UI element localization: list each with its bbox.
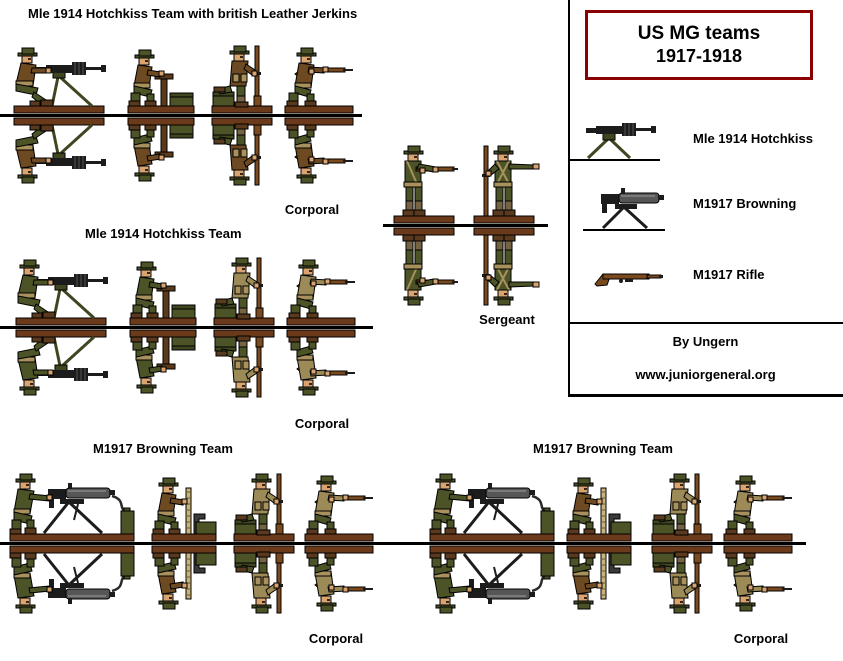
panel-title-line1: US MG teams: [637, 23, 761, 44]
group2-title: Mle 1914 Hotchkiss Team: [85, 226, 242, 241]
credit-text: By Ungern: [672, 334, 739, 349]
panel-separator-line: [568, 322, 843, 324]
group2-rank-label: Corporal: [294, 416, 350, 431]
group3-title: M1917 Browning Team: [93, 441, 233, 456]
fold-line-group1: [0, 114, 362, 117]
group3-rifleman-figure: [303, 472, 375, 612]
panel-title-line2: 1917-1918: [655, 46, 743, 66]
group1-rank-label: Corporal: [284, 202, 340, 217]
group1-loader-figure: [126, 44, 196, 182]
group4-belt-loader-figure: [565, 472, 633, 610]
group4-title: M1917 Browning Team: [533, 441, 673, 456]
hotchkiss-mg-icon: [568, 112, 662, 167]
panel-left-border: [568, 0, 570, 397]
group2-hotchkiss-gunner-figure: [10, 256, 110, 397]
group4-rifleman-figure: [722, 472, 794, 612]
group3-belt-loader-figure: [150, 472, 218, 610]
fold-line-group2: [0, 326, 373, 329]
group1-rifleman-figure: [283, 44, 355, 184]
group2-loader-figure: [128, 256, 198, 394]
browning-mg-icon: [581, 178, 667, 237]
sergeant-aiming-figure: [388, 144, 460, 306]
group3-browning-gunner-figure: [8, 472, 136, 615]
website-text: www.juniorgeneral.org: [635, 367, 776, 382]
fold-line-sergeant: [383, 224, 548, 227]
group4-ammo-carrier-figure: [650, 472, 714, 614]
group3-rank-label: Corporal: [308, 631, 364, 646]
fold-line-bottom: [0, 542, 806, 545]
sergeant-rank-label: Sergeant: [479, 312, 535, 327]
group4-browning-gunner-figure: [428, 472, 556, 615]
panel-bottom-border: [568, 394, 843, 397]
rifle-icon: [593, 262, 665, 295]
legend-label-browning: M1917 Browning: [693, 196, 797, 211]
group1-title: Mle 1914 Hotchkiss Team with british Lea…: [28, 6, 358, 21]
legend-label-rifle: M1917 Rifle: [693, 267, 765, 282]
group1-ammo-carrier-figure: [210, 44, 274, 186]
group1-hotchkiss-gunner-figure: [8, 44, 108, 185]
group4-rank-label: Corporal: [733, 631, 789, 646]
group3-ammo-carrier-figure: [232, 472, 296, 614]
group2-rifleman-figure: [285, 256, 357, 396]
panel-title-box: US MG teams 1917-1918: [585, 10, 813, 80]
group2-ammo-carrier-figure: [212, 256, 276, 398]
sergeant-pointing-figure: [466, 144, 542, 306]
legend-label-hotchkiss: Mle 1914 Hotchkiss: [693, 131, 813, 146]
